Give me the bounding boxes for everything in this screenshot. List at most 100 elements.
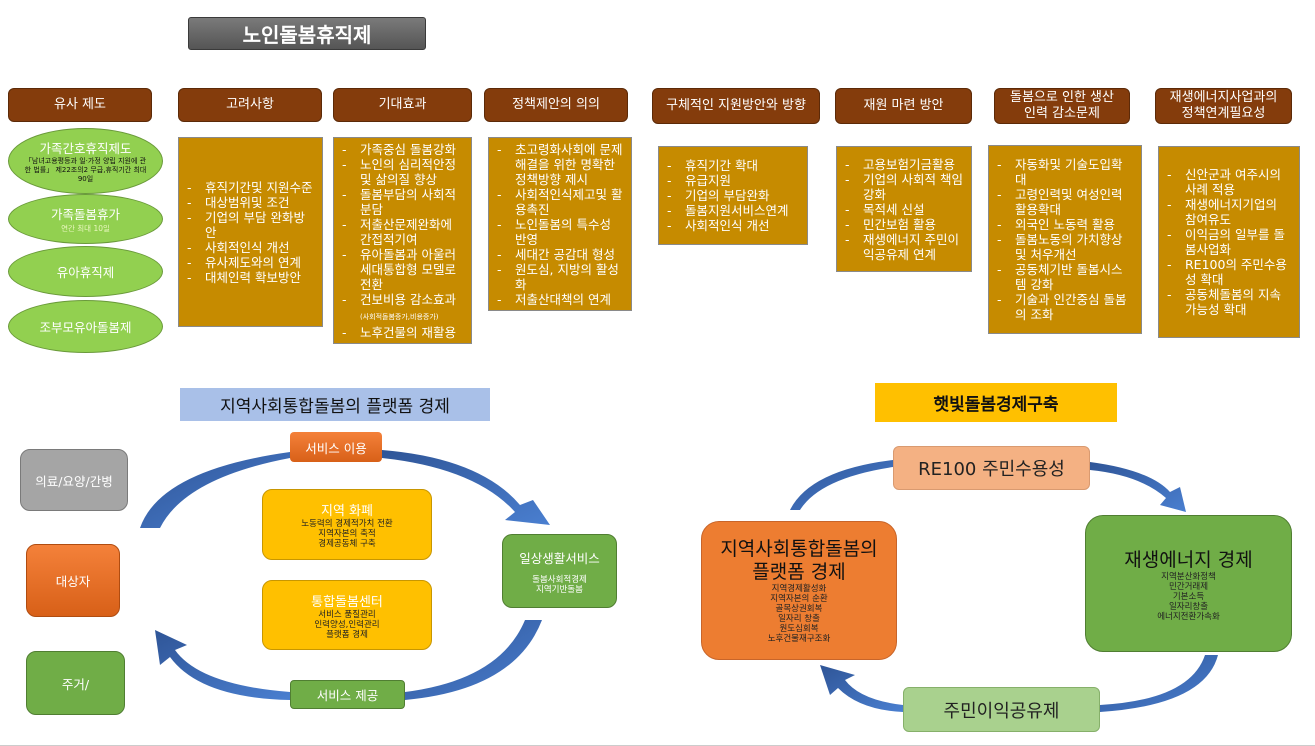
detail-line: 돌봄사회적경제: [532, 574, 587, 585]
detail-line: 노동력의 경제적가치 전환: [301, 519, 393, 529]
similar-name: 가족간호휴직제도: [39, 141, 132, 156]
list-item-text: RE100의 주민수용성 확대: [1185, 257, 1287, 287]
list-item: 초고령화사회에 문제 해결을 위한 명확한 정책방향 제시: [497, 142, 623, 187]
list-item-text: 저출산문제완화에 간접적기여: [360, 216, 453, 247]
service-provide-box: 서비스 제공: [290, 680, 405, 709]
integrated-care-center-box: 통합돌봄센터 서비스 품질관리 인력양성,인력관리 플랫폼 경제: [262, 580, 432, 650]
funding-box: 고용보험기금활용기업의 사회적 책임강화목적세 신설민간보험 활용재생에너지 주…: [836, 146, 972, 272]
detail-line: 기본소득: [1172, 592, 1205, 602]
list-item-text: 공동체기반 돌봄시스템 강화: [1015, 262, 1123, 292]
list-item: 재생에너지기업의 참여유도: [1167, 197, 1291, 227]
header-support: 구체적인 지원방안와 방향: [652, 88, 820, 124]
arrow-bottom-right: [405, 620, 542, 700]
header-significance: 정책제안의 의의: [484, 88, 628, 122]
similar-name: 유아휴직제: [56, 265, 115, 280]
profit-sharing-box: 주민이익공유제: [903, 687, 1100, 732]
list-item: 휴직기간및 지원수준: [187, 180, 314, 195]
housing-box: 주거/: [26, 651, 125, 715]
local-currency-title: 지역 화폐: [321, 504, 373, 519]
list-item: 노인돌봄의 특수성 반영: [497, 217, 623, 247]
list-item-text: 기업의 부담완화: [685, 188, 770, 203]
detail-line: 에너지전환가속화: [1157, 612, 1220, 622]
list-item-text: 목적세 신설: [863, 201, 925, 217]
list-item-text: 초고령화사회에 문제 해결을 위한 명확한 정책방향 제시: [515, 141, 623, 187]
recipient-box: 대상자: [26, 544, 120, 617]
list-item-text: 기업의 사회적 책임강화: [863, 171, 963, 202]
list-item-text: 저출산대책의 연계: [515, 291, 611, 307]
list-item-text: 자동화및 기술도입확대: [1015, 157, 1123, 187]
list-item: 기술과 인간중심 돌봄의 조화: [997, 292, 1133, 322]
list-item-text: 유사제도와의 연계: [205, 254, 301, 270]
re100-box: RE100 주민수용성: [893, 446, 1090, 490]
list-item: 이익금의 일부를 돌봄사업화: [1167, 227, 1291, 257]
detail-line: 플랫폼 경제: [326, 629, 368, 640]
list-item: 신안군과 여주시의 사례 적용: [1167, 167, 1291, 197]
list-item: 돌봄지원서비스연계: [667, 203, 799, 218]
list-item: 공동체돌봄의 지속 가능성 확대: [1167, 287, 1291, 317]
platform-economy-box: 지역사회통합돌봄의 플랫폼 경제 지역경제활성화 지역자본의 순환 골목상권회복…: [701, 521, 897, 660]
list-item: 유사제도와의 연계: [187, 255, 314, 270]
list-item: 가족중심 돌봄강화: [342, 142, 463, 157]
header-renewable: 재생에너지사업과의 정책연계필요성: [1155, 88, 1292, 124]
list-item-text: 사회적인식제고및 활용촉진: [515, 186, 623, 217]
header-similar: 유사 제도: [8, 88, 152, 122]
list-item: 노인의 심리적안정 및 삶의질 향상: [342, 157, 463, 187]
care-center-title: 통합돌봄센터: [311, 594, 383, 610]
service-use-box: 서비스 이용: [290, 432, 382, 462]
detail-line: 경제공동체 구축: [318, 539, 376, 549]
header-labor: 돌봄으로 인한 생산 인력 감소문제: [994, 88, 1130, 124]
list-item: 기업의 부담완화: [667, 188, 799, 203]
arrow-sun-tr: [1090, 462, 1186, 512]
header-funding: 재원 마련 방안: [835, 88, 972, 124]
list-item-text: 고령인력및 여성인력 활용확대: [1015, 187, 1123, 217]
list-item-text: 휴직기간및 지원수준: [205, 179, 313, 195]
list-item: 대상범위및 조건: [187, 195, 314, 210]
detail-line: 인력양성,인력관리: [314, 619, 380, 630]
arrow-sun-br: [1100, 655, 1218, 712]
sunlight-title: 햇빛돌봄경제구축: [875, 383, 1117, 422]
daily-life-service-box: 일상생활서비스 돌봄사회적경제 지역기반돌봄: [502, 534, 617, 608]
detail-line: 서비스 품질관리: [318, 609, 376, 620]
support-box: 휴직기간 확대유급지원기업의 부담완화돌봄지원서비스연계사회적인식 개선: [658, 146, 808, 245]
list-item: 고용보험기금활용: [845, 157, 963, 172]
effects-note: (사회적돌봄증가,비용증가): [360, 312, 439, 321]
considerations-box: 휴직기간및 지원수준대상범위및 조건기업의 부담 완화방안사회적인식 개선유사제…: [178, 137, 323, 327]
list-item-text: 외국인 노동력 활용: [1015, 217, 1115, 232]
platform-title: 지역사회통합돌봄의 플랫폼 경제: [180, 388, 490, 421]
list-item: 휴직기간 확대: [667, 158, 799, 173]
detail-line: 일자리창출: [1168, 602, 1209, 612]
arrow-sun-bl: [820, 665, 903, 712]
list-item-text: 휴직기간 확대: [685, 158, 758, 173]
list-item-text: 민간보험 활용: [863, 216, 936, 232]
list-item: 사회적인식 개선: [187, 240, 314, 255]
detail-line: 지역기반돌봄: [536, 584, 583, 595]
renewable-economy-box: 재생에너지 경제 지역분산화정책 민간거래제 기본소득 일자리창출 에너지전환가…: [1085, 515, 1292, 652]
detail-line: 지역자본의 순환: [770, 593, 828, 604]
list-item: 재생에너지 주민이익공유제 연계: [845, 232, 963, 262]
header-considerations: 고려사항: [178, 88, 322, 122]
list-item: 대체인력 확보방안: [187, 270, 314, 285]
list-item-text: 돌봄노동의 가치향상 및 처우개선: [1015, 232, 1123, 262]
similar-detail: 「남녀고용평등과 일·가정 양립 지원에 관한 법률」 제22조의2 무급,휴직…: [24, 157, 147, 183]
similar-item: 가족돌봄휴가 연간 최대 10일: [8, 194, 163, 244]
renewable-box: 신안군과 여주시의 사례 적용재생에너지기업의 참여유도이익금의 일부를 돌봄사…: [1158, 146, 1300, 338]
arrow-top-left: [140, 452, 290, 528]
similar-name: 조부모유아돌봄제: [39, 320, 132, 335]
list-item: 세대간 공감대 형성: [497, 247, 623, 262]
list-item: 저출산대책의 연계: [497, 292, 623, 307]
list-item: 목적세 신설: [845, 202, 963, 217]
local-currency-box: 지역 화폐 노동력의 경제적가치 전환 지역자본의 축적 경제공동체 구축: [262, 489, 432, 560]
list-item-text: 기업의 부담 완화방안: [205, 209, 305, 240]
list-item-text: 돌봄부담의 사회적 분담: [360, 186, 456, 217]
list-item-text: 기술과 인간중심 돌봄의 조화: [1015, 292, 1127, 322]
list-item-text: 신안군과 여주시의 사례 적용: [1185, 167, 1281, 197]
list-item-text: 노인돌봄의 특수성 반영: [515, 216, 611, 247]
daily-title: 일상생활서비스: [519, 550, 600, 566]
list-item-text: 가족중심 돌봄강화: [360, 141, 456, 157]
arrow-top-right: [382, 450, 550, 525]
significance-box: 초고령화사회에 문제 해결을 위한 명확한 정책방향 제시사회적인식제고및 활용…: [488, 137, 632, 311]
list-item-text: 재생에너지 주민이익공유제 연계: [863, 231, 959, 262]
list-item: 유급지원: [667, 173, 799, 188]
